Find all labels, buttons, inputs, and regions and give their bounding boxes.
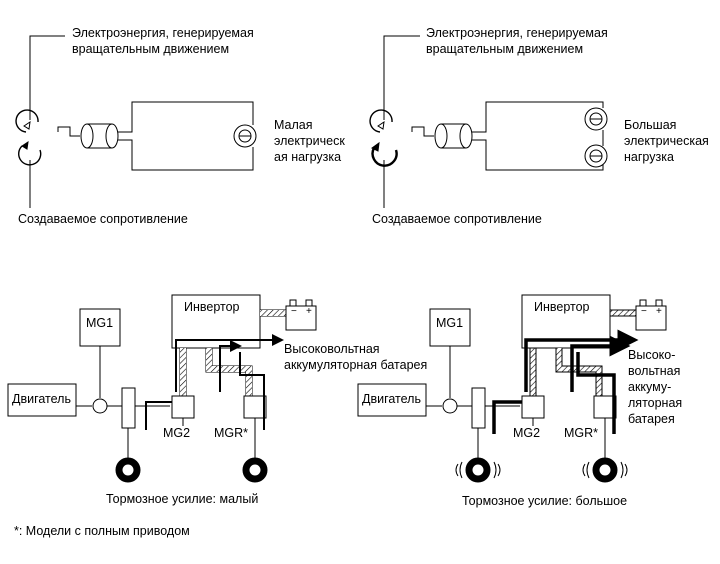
brake-force-label: Тормозное усилие: большое (462, 494, 628, 508)
engine-label: Двигатель (362, 392, 421, 406)
small-load-label-2: электрическ (274, 134, 345, 148)
battery-label-1: Высоковольтная (284, 342, 380, 356)
battery-plus: + (656, 306, 662, 317)
bottom-left-panel (7, 294, 317, 483)
large-load-label-3: нагрузка (624, 150, 674, 164)
battery-label-4: ляторная (628, 396, 683, 410)
generated-energy-label-1: Электроэнергия, генерируемая (426, 26, 608, 40)
battery-label-2: аккумуляторная батарея (284, 358, 428, 372)
brake-force-label: Тормозное усилие: малый (106, 492, 259, 506)
inverter-label: Инвертор (184, 300, 240, 314)
mgr-label: MGR* (214, 426, 249, 440)
top-right-panel (369, 35, 608, 208)
mg2-label: MG2 (513, 426, 541, 440)
small-load-label-1: Малая (274, 118, 313, 132)
battery-minus: − (291, 306, 297, 317)
resistance-label: Создаваемое сопротивление (372, 212, 542, 226)
mg1-label: MG1 (86, 316, 114, 330)
generated-energy-label-2: вращательным движением (426, 42, 584, 56)
mgr-label: MGR* (564, 426, 599, 440)
mg1-label: MG1 (436, 316, 464, 330)
battery-label-2: вольтная (628, 364, 681, 378)
footnote: *: Модели с полным приводом (14, 524, 190, 538)
small-load-label-3: ая нагрузка (274, 150, 342, 164)
generated-energy-label-1: Электроэнергия, генерируемая (72, 26, 254, 40)
top-left-panel (15, 35, 257, 208)
large-load-label-1: Большая (624, 118, 677, 132)
large-load-label-2: электрическая (624, 134, 709, 148)
battery-label-5: батарея (628, 412, 675, 426)
mg2-label: MG2 (163, 426, 191, 440)
generated-energy-label-2: вращательным движением (72, 42, 230, 56)
battery-minus: − (641, 306, 647, 317)
bottom-right-panel (357, 294, 667, 483)
engine-label: Двигатель (12, 392, 71, 406)
resistance-label: Создаваемое сопротивление (18, 212, 188, 226)
inverter-label: Инвертор (534, 300, 590, 314)
battery-label-3: аккуму- (628, 380, 672, 394)
battery-plus: + (306, 306, 312, 317)
battery-label-1: Высоко- (628, 348, 676, 362)
